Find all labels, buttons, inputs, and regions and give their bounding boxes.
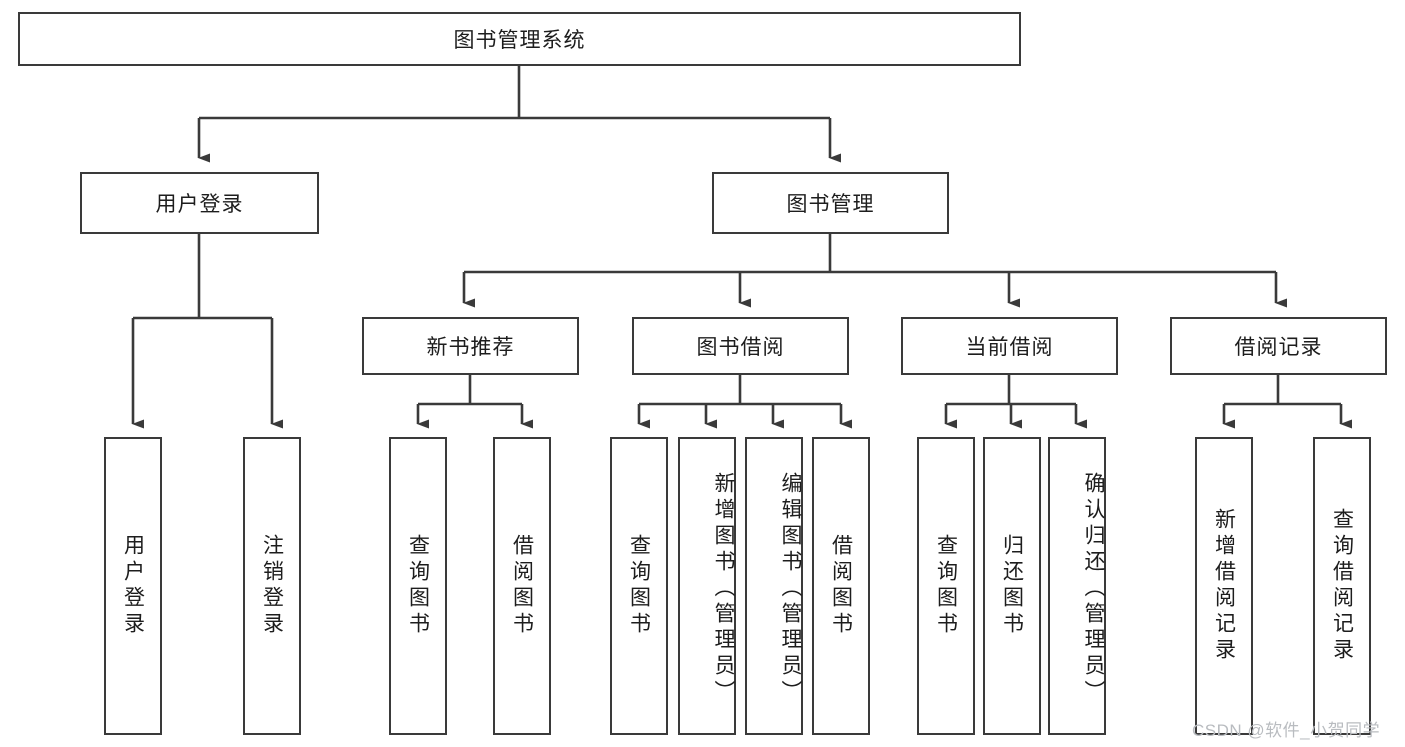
node-current-borrow[interactable]: 当前借阅 <box>901 317 1118 375</box>
node-new-book-recommend[interactable]: 新书推荐 <box>362 317 579 375</box>
node-label: 借阅记录 <box>1234 336 1323 359</box>
node-label: 借阅图书 <box>829 534 853 638</box>
node-book-borrow[interactable]: 图书借阅 <box>632 317 849 375</box>
leaf-edit-book-admin[interactable]: 编辑图书（管理员） <box>745 437 803 735</box>
leaf-query-book-borrow[interactable]: 查询图书 <box>610 437 668 735</box>
node-label: 图书借阅 <box>696 336 785 359</box>
node-label: 查询图书 <box>627 534 651 638</box>
leaf-confirm-return-admin[interactable]: 确认归还（管理员） <box>1048 437 1106 735</box>
node-label: 编辑图书（管理员） <box>779 472 802 706</box>
node-label: 查询图书 <box>934 534 958 638</box>
leaf-return-book[interactable]: 归还图书 <box>983 437 1041 735</box>
leaf-borrow-book-recommend[interactable]: 借阅图书 <box>493 437 551 735</box>
node-label: 图书管理 <box>786 193 875 216</box>
node-label: 图书管理系统 <box>453 29 586 52</box>
node-label: 当前借阅 <box>965 336 1054 359</box>
leaf-borrow-book[interactable]: 借阅图书 <box>812 437 870 735</box>
node-borrow-record[interactable]: 借阅记录 <box>1170 317 1387 375</box>
node-label: 查询图书 <box>406 534 430 638</box>
node-label: 借阅图书 <box>510 534 534 638</box>
node-label: 新书推荐 <box>426 336 515 359</box>
leaf-user-logout[interactable]: 注销登录 <box>243 437 301 735</box>
leaf-add-book-admin[interactable]: 新增图书（管理员） <box>678 437 736 735</box>
node-label: 确认归还（管理员） <box>1082 472 1105 706</box>
node-user-login[interactable]: 用户登录 <box>80 172 319 234</box>
node-root-system[interactable]: 图书管理系统 <box>18 12 1021 66</box>
node-book-management[interactable]: 图书管理 <box>712 172 949 234</box>
leaf-query-book-recommend[interactable]: 查询图书 <box>389 437 447 735</box>
node-label: 用户登录 <box>155 193 244 216</box>
node-label: 归还图书 <box>1000 534 1024 638</box>
leaf-query-book-current[interactable]: 查询图书 <box>917 437 975 735</box>
node-label: 用户登录 <box>121 534 145 638</box>
node-label: 新增借阅记录 <box>1212 508 1236 664</box>
node-label: 注销登录 <box>260 534 284 638</box>
leaf-user-login[interactable]: 用户登录 <box>104 437 162 735</box>
leaf-query-borrow-record[interactable]: 查询借阅记录 <box>1313 437 1371 735</box>
node-label: 查询借阅记录 <box>1330 508 1354 664</box>
node-label: 新增图书（管理员） <box>712 472 735 706</box>
leaf-add-borrow-record[interactable]: 新增借阅记录 <box>1195 437 1253 735</box>
